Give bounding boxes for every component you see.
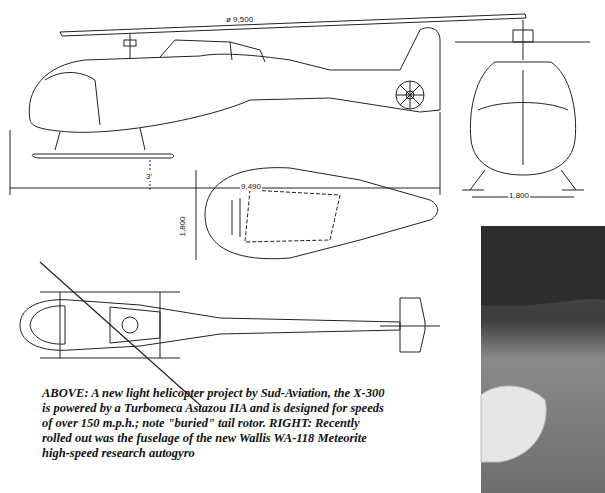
dimension-label: 9,490 bbox=[240, 182, 262, 191]
dimension-label: 1,800 bbox=[508, 191, 530, 200]
dimension-label: 3' bbox=[145, 172, 153, 181]
figure-caption: ABOVE: A new light helicopter project by… bbox=[42, 386, 392, 461]
autogyro-photo bbox=[481, 226, 605, 493]
dimension-label: ø 9,500 bbox=[225, 15, 254, 24]
dimension-label: 1,800 bbox=[178, 215, 187, 237]
